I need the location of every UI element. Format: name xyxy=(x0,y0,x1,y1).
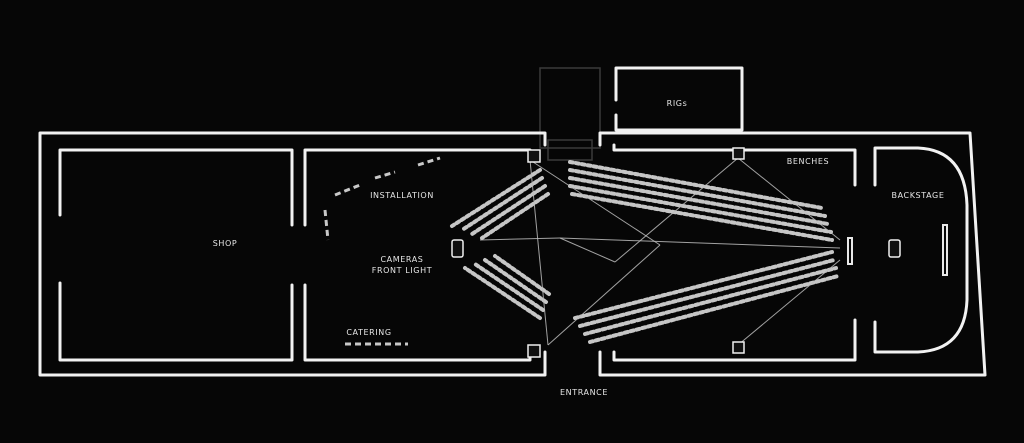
stage-edge xyxy=(847,237,853,265)
label-benches: BENCHES xyxy=(787,157,829,166)
label-rigs: RIGs xyxy=(667,99,688,108)
hall-inner-wall-bottom-left xyxy=(303,283,532,362)
label-front-light: FRONT LIGHT xyxy=(372,266,432,275)
inner-walls xyxy=(58,66,969,362)
installation-piece xyxy=(334,183,361,197)
background-structure xyxy=(539,67,601,161)
door-marker-top xyxy=(527,149,541,163)
seating-right-bottom-rows xyxy=(573,250,840,344)
wall-top-right xyxy=(598,131,987,377)
shop-inner-wall-top xyxy=(58,148,294,227)
installation-piece xyxy=(374,170,396,180)
furniture xyxy=(323,156,441,346)
installation-piece xyxy=(323,209,330,241)
seating-left-fan xyxy=(450,168,551,320)
rigs-room-wall xyxy=(614,66,744,132)
labels: SHOP INSTALLATION CAMERAS FRONT LIGHT CA… xyxy=(213,99,945,397)
camera-front-light-fixture xyxy=(451,239,464,258)
hall-inner-wall-bottom-right xyxy=(612,318,857,362)
door-marker-bottom xyxy=(527,344,541,358)
hall-inner-wall-top-left xyxy=(303,148,532,227)
shop-inner-wall-bottom xyxy=(58,281,294,362)
backstage-fixture xyxy=(888,239,901,258)
door-marker-top-right xyxy=(732,147,745,160)
seating-right-top-rows xyxy=(568,160,834,242)
label-camera: CAMERAS xyxy=(380,255,423,264)
door-marker-bottom-right xyxy=(732,341,745,354)
wall-top-left xyxy=(38,131,547,377)
label-shop: SHOP xyxy=(213,239,238,248)
backstage-wall xyxy=(873,146,969,354)
sightlines xyxy=(479,157,841,346)
label-backstage: BACKSTAGE xyxy=(892,191,945,200)
backstage-side-panel xyxy=(942,224,948,276)
label-installation: INSTALLATION xyxy=(370,191,434,200)
fixtures xyxy=(451,147,948,358)
label-catering: CATERING xyxy=(346,328,391,337)
label-entrance: ENTRANCE xyxy=(560,388,608,397)
outer-walls xyxy=(38,131,987,377)
installation-piece xyxy=(417,156,441,167)
